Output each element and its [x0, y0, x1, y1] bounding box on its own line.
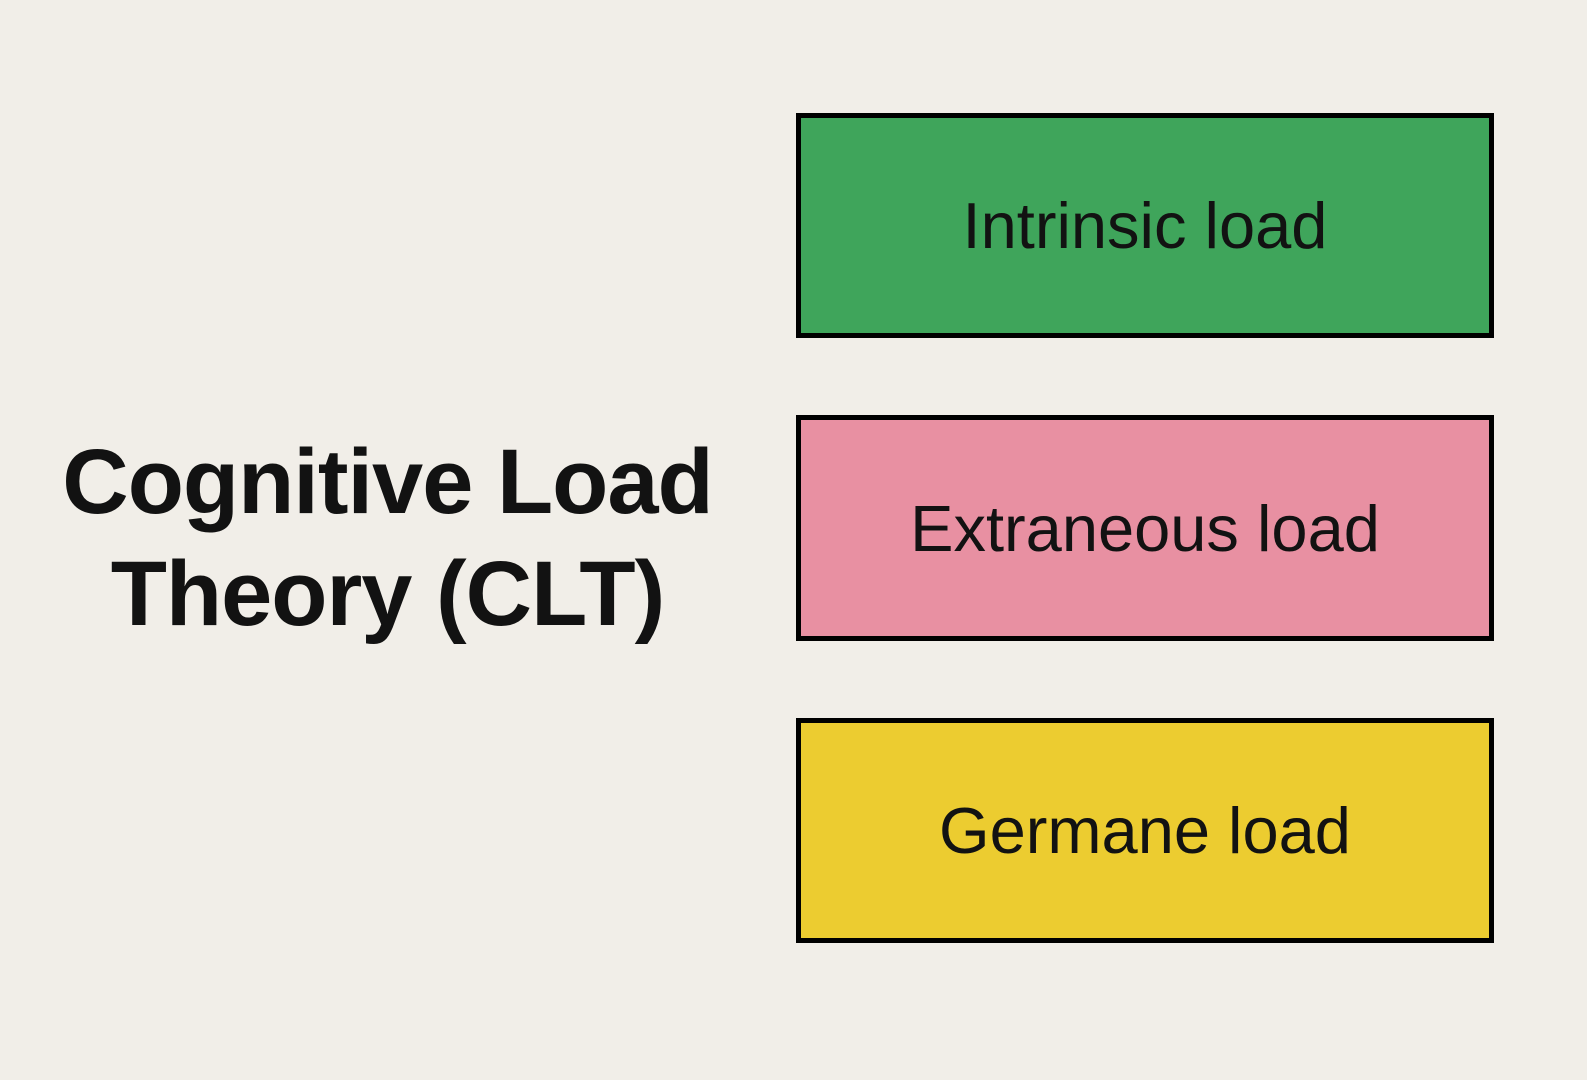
- intrinsic-load-label: Intrinsic load: [962, 189, 1328, 262]
- germane-load-label: Germane load: [939, 794, 1351, 867]
- title-line-2: Theory (CLT): [110, 543, 666, 646]
- extraneous-load-box: Extraneous load: [796, 415, 1494, 641]
- title-line-1: Cognitive Load: [62, 431, 713, 533]
- germane-load-box: Germane load: [796, 718, 1494, 943]
- intrinsic-load-box: Intrinsic load: [796, 113, 1494, 338]
- extraneous-load-label: Extraneous load: [910, 491, 1380, 565]
- slide-title: Cognitive Load Theory (CLT): [10, 426, 765, 650]
